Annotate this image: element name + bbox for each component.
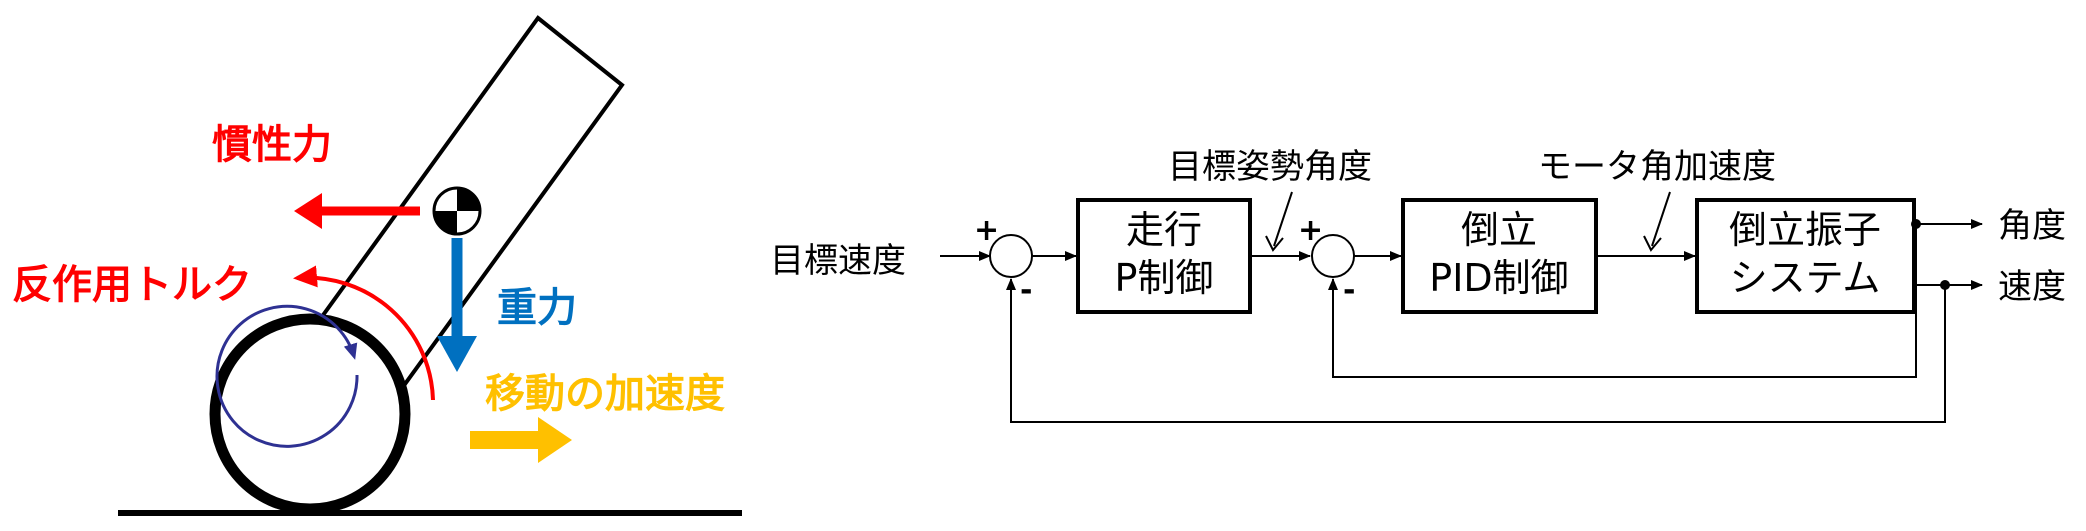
motor-acceleration-label: モータ角加速度 — [1538, 147, 1776, 187]
motor-acceleration-pointer-tip — [1643, 235, 1662, 252]
output-angle-label: 角度 — [1998, 206, 2066, 246]
input-label: 目標速度 — [770, 241, 906, 281]
inertial-force-label: 慣性力 — [212, 122, 332, 168]
pendulum-diagram: 慣性力 反作用トルク 重力 移動の加速度 — [12, 15, 742, 516]
sum1-minus-sign: - — [1020, 273, 1032, 308]
target-attitude-pointer — [1273, 191, 1293, 247]
inertial-force-arrowhead — [294, 193, 322, 229]
block3-line2: システム — [1730, 256, 1881, 300]
angle-feedback-line — [1328, 224, 1917, 378]
sum2-minus-sign: - — [1343, 273, 1355, 308]
block2-line1: 倒立 — [1461, 208, 1537, 252]
movement-arrowhead — [538, 417, 572, 463]
reaction-torque-label: 反作用トルク — [12, 262, 252, 308]
speed-feedback-line — [1006, 278, 1946, 423]
movement-acceleration-label: 移動の加速度 — [485, 371, 725, 417]
torque-arc-icon — [293, 265, 435, 401]
block-inverted-pid-control — [1401, 198, 1598, 314]
block2-line2: PID制御 — [1429, 256, 1568, 300]
gravity-arrowhead — [437, 336, 477, 372]
block3-line1: 倒立振子 — [1729, 208, 1881, 252]
wheel-rotation-icon — [215, 304, 359, 448]
target-attitude-pointer-tip — [1265, 235, 1284, 252]
sum1-plus-sign: + — [974, 213, 999, 248]
output-speed-label: 速度 — [1998, 267, 2066, 307]
block-running-p-control — [1076, 198, 1252, 314]
gravity-label: 重力 — [497, 285, 577, 331]
motor-acceleration-pointer — [1651, 191, 1671, 247]
block1-line2: P制御 — [1115, 256, 1214, 300]
wheel — [209, 313, 411, 515]
center-of-gravity-icon — [432, 186, 482, 236]
control-block-diagram: 目標速度 + - 走行 P制御 目標姿勢角度 + - 倒立 PID制御 モータ角… — [770, 147, 2066, 423]
block1-line1: 走行 — [1126, 208, 1202, 252]
target-attitude-label: 目標姿勢角度 — [1168, 147, 1372, 187]
block-inverted-pendulum-system — [1695, 198, 1916, 314]
sum2-plus-sign: + — [1298, 213, 1323, 248]
